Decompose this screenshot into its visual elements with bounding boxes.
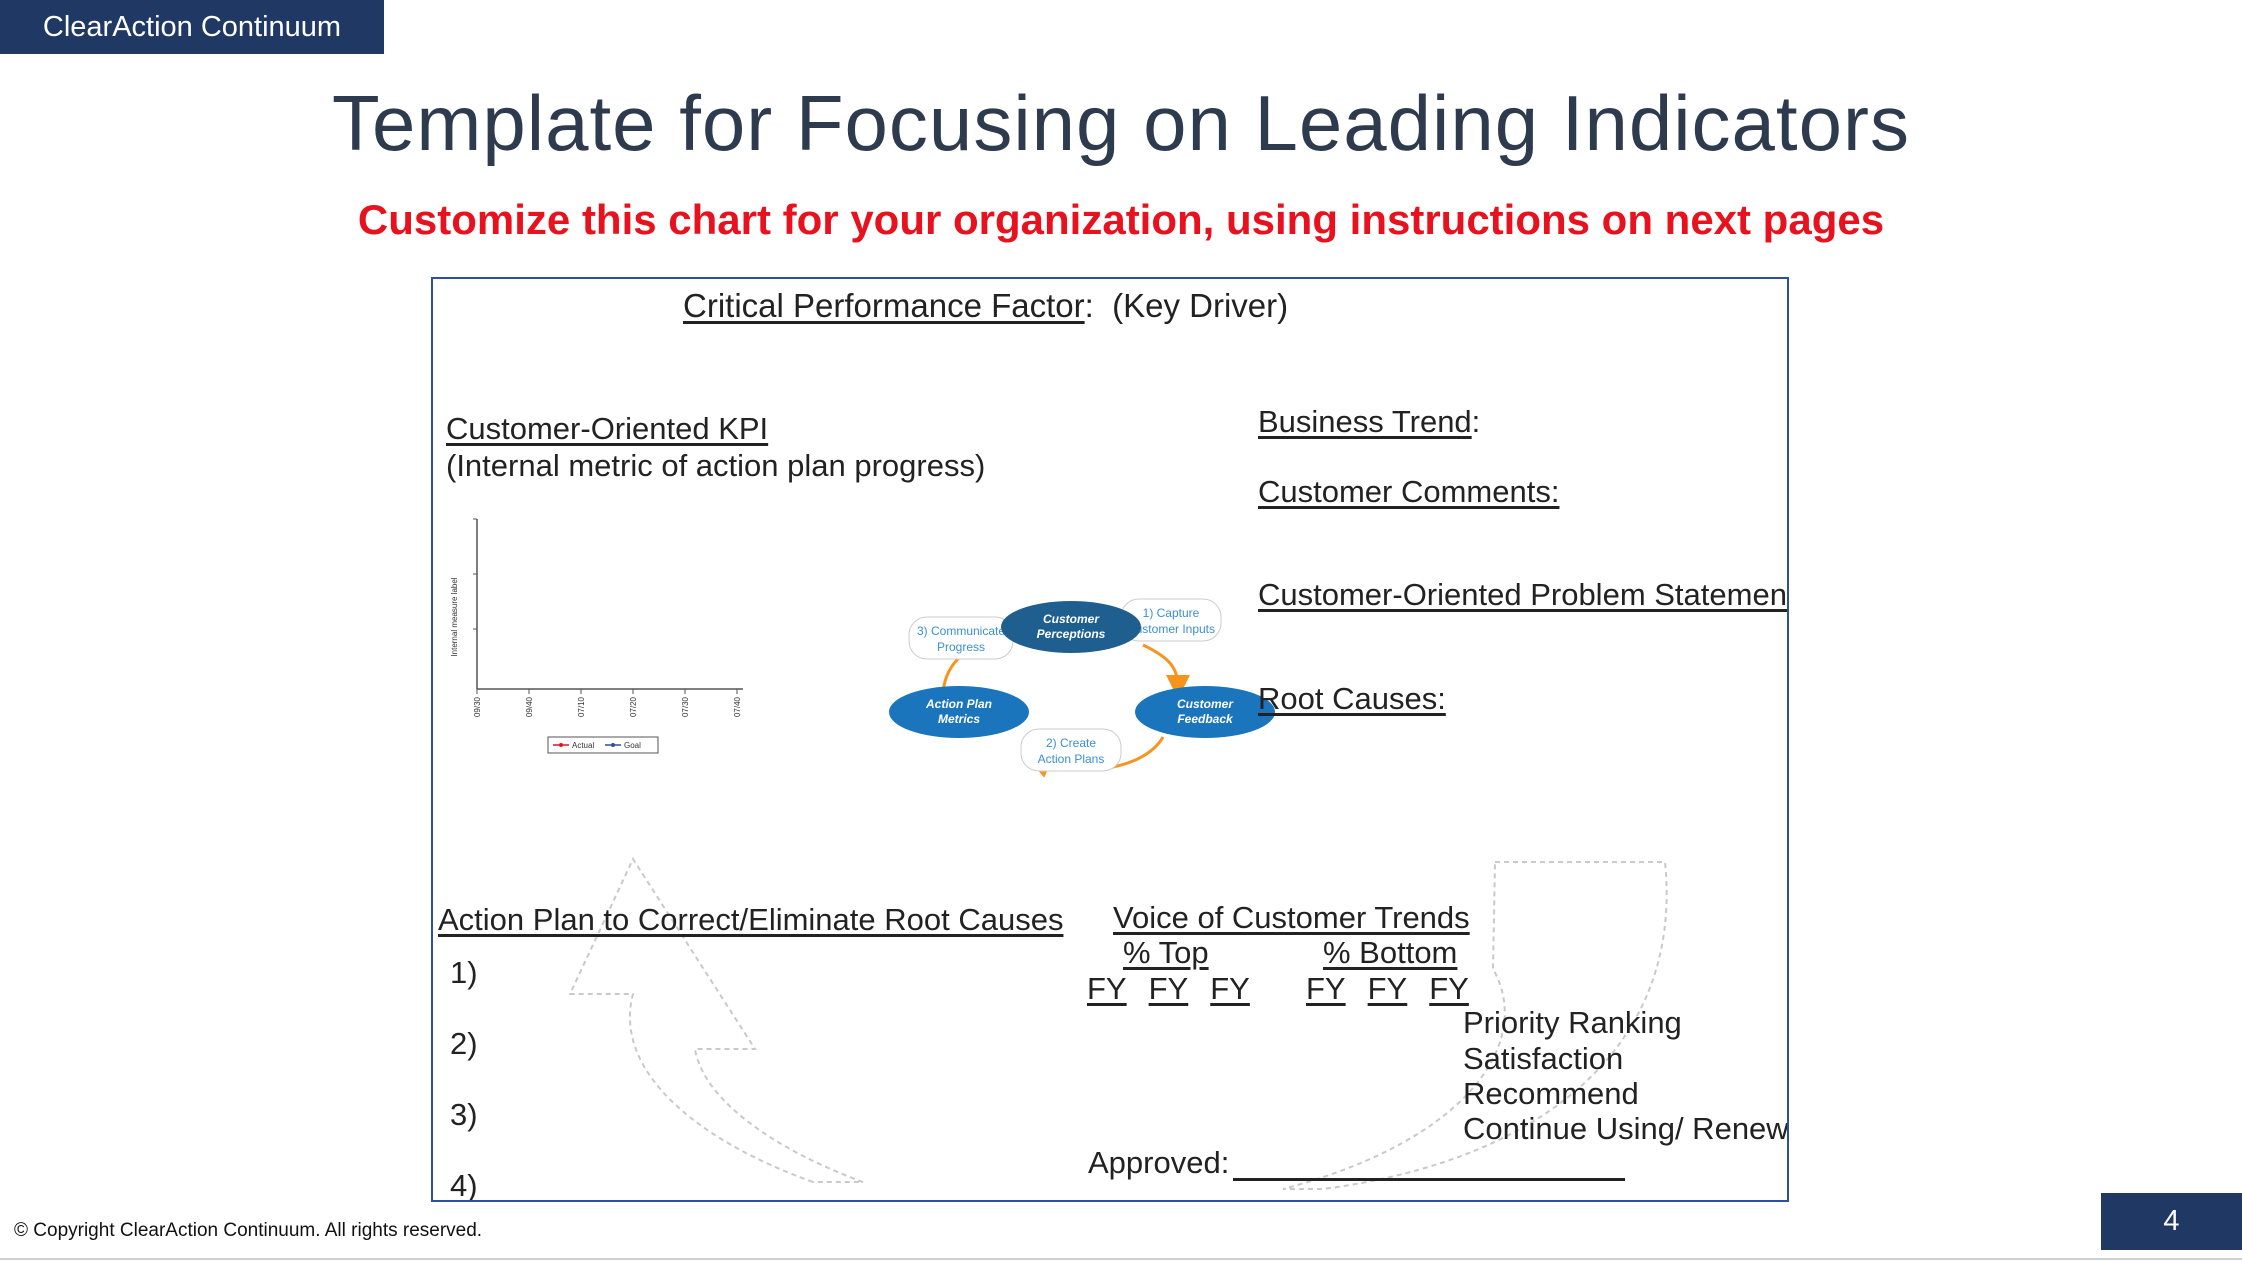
step-create: 2) Create Action Plans [1020, 728, 1122, 772]
svg-text:Customer: Customer [1043, 612, 1100, 626]
fy-top-group: FY FY FY [1087, 971, 1272, 1007]
fy-label: FY [1087, 971, 1127, 1006]
action-item-4: 4) [450, 1168, 478, 1202]
business-trend-colon: : [1471, 404, 1481, 439]
node-customer-perceptions: Customer Perceptions [1001, 601, 1141, 653]
svg-text:Progress: Progress [937, 640, 985, 654]
svg-text:Customer: Customer [1177, 697, 1234, 711]
legend-marker [559, 743, 563, 747]
svg-text:Feedback: Feedback [1177, 712, 1234, 726]
x-tick-label: 07/40 [733, 696, 742, 717]
step-capture: 1) Capture Customer Inputs [1120, 598, 1222, 642]
brand-tag: ClearAction Continuum [0, 0, 384, 54]
cpf-colon: : [1084, 287, 1094, 324]
action-plan-title: Action Plan to Correct/Eliminate Root Ca… [438, 902, 1064, 937]
fy-bottom-group: FY FY FY [1306, 971, 1491, 1007]
voc-bottom-label: % Bottom [1323, 935, 1458, 970]
action-item-2: 2) [450, 1026, 478, 1061]
svg-text:Perceptions: Perceptions [1037, 627, 1106, 641]
fy-label: FY [1210, 971, 1250, 1006]
svg-text:Customer Inputs: Customer Inputs [1127, 622, 1215, 636]
root-causes: Root Causes: [1258, 681, 1446, 716]
footer-divider [0, 1258, 2242, 1260]
kpi-subtitle: (Internal metric of action plan progress… [446, 448, 986, 483]
kpi-chart: Internal measure label 09/30 09/40 07/10 07… [450, 518, 743, 754]
svg-text:1) Capture: 1) Capture [1143, 606, 1200, 620]
cpf-value: (Key Driver) [1112, 287, 1289, 324]
cpf-label: Critical Performance Factor [683, 287, 1085, 324]
x-tick-label: 07/30 [681, 696, 690, 717]
business-trend: Business Trend: [1258, 404, 1480, 440]
svg-text:Action Plan: Action Plan [925, 697, 992, 711]
business-trend-label: Business Trend [1258, 404, 1472, 439]
node-customer-feedback: Customer Feedback [1135, 686, 1275, 738]
svg-text:Metrics: Metrics [938, 712, 980, 726]
kpi-title: Customer-Oriented KPI [446, 411, 769, 446]
critical-performance-factor: Critical Performance Factor: (Key Driver… [683, 287, 1288, 325]
svg-text:3) Communicate: 3) Communicate [917, 624, 1005, 638]
left-curved-arrow [568, 856, 864, 1183]
voc-row-continue: Continue Using/ Renew [1463, 1111, 1789, 1146]
fy-label: FY [1148, 971, 1189, 1006]
legend-label: Goal [624, 741, 641, 750]
legend-marker [611, 743, 615, 747]
page-title: Template for Focusing on Leading Indicat… [332, 79, 1910, 167]
fy-label: FY [1306, 971, 1346, 1006]
customer-comments: Customer Comments: [1258, 474, 1560, 509]
node-action-plan-metrics: Action Plan Metrics [889, 686, 1029, 738]
step-communicate: 3) Communicate Progress [908, 616, 1014, 660]
x-tick-label: 07/10 [577, 696, 586, 717]
cycle-arrow-capture [1142, 643, 1190, 699]
approved-label: Approved: [1088, 1145, 1230, 1180]
fy-label: FY [1367, 971, 1408, 1006]
background-cycle-arrows [568, 856, 1668, 1190]
x-tick-label: 09/30 [473, 696, 482, 717]
x-tick-label: 07/20 [629, 696, 638, 717]
voc-row-priority: Priority Ranking [1463, 1005, 1682, 1040]
copyright: © Copyright ClearAction Continuum. All r… [14, 1220, 483, 1241]
action-item-1: 1) [450, 955, 478, 990]
chart-ylabel: Internal measure label [450, 577, 459, 656]
approved-signature-line [1233, 1178, 1625, 1181]
chart-legend: Actual Goal [547, 736, 659, 754]
voc-top-label: % Top [1123, 935, 1209, 970]
fy-label: FY [1429, 971, 1469, 1006]
x-tick-label: 09/40 [525, 696, 534, 717]
svg-text:2) Create: 2) Create [1046, 736, 1096, 750]
problem-statement: Customer-Oriented Problem Statement: [1258, 577, 1789, 612]
improvement-cycle-diagram: 1) Capture Customer Inputs 2) Create Act… [889, 598, 1275, 778]
page-number: 4 [2101, 1193, 2242, 1250]
svg-text:Action Plans: Action Plans [1038, 752, 1105, 766]
template-frame: Critical Performance Factor: (Key Driver… [431, 277, 1789, 1202]
voc-row-recommend: Recommend [1463, 1076, 1639, 1111]
voc-title: Voice of Customer Trends [1113, 900, 1470, 935]
right-curved-arrow [1282, 861, 1668, 1190]
action-item-3: 3) [450, 1097, 478, 1132]
legend-label: Actual [572, 741, 594, 750]
page-subtitle: Customize this chart for your organizati… [357, 196, 1885, 243]
voc-row-satisfaction: Satisfaction [1463, 1041, 1624, 1076]
